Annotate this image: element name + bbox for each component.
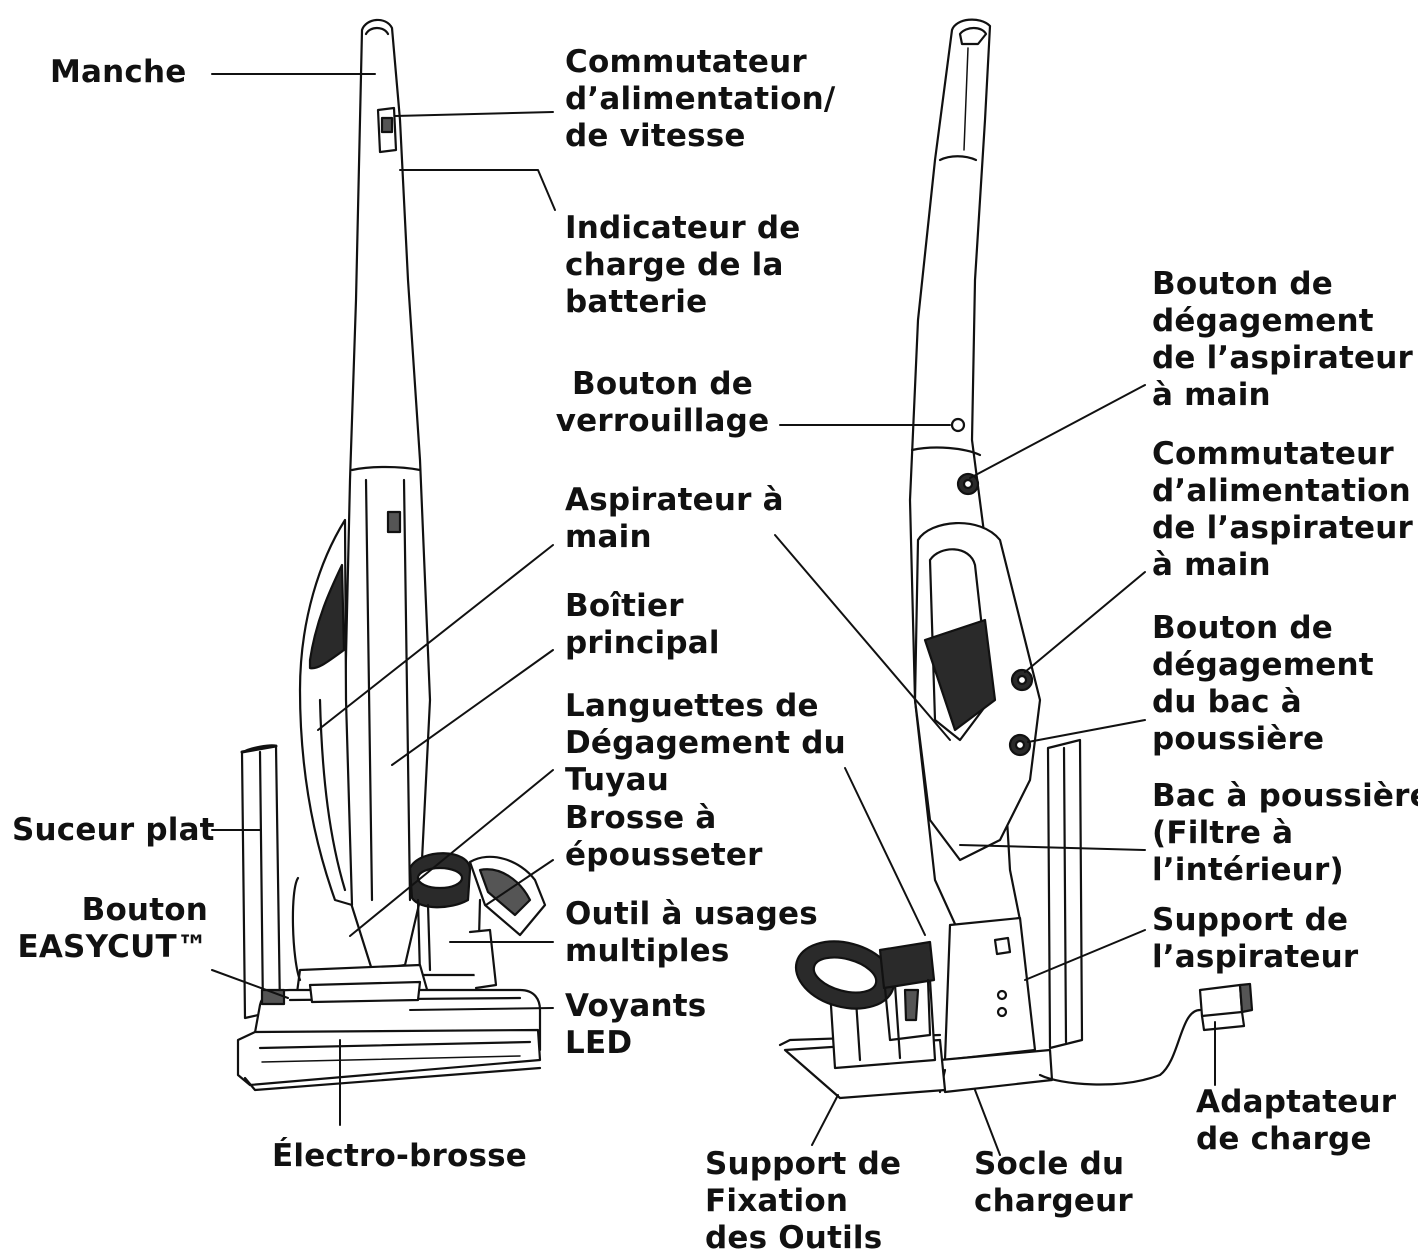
label-line: Outil à usages bbox=[565, 896, 818, 932]
label-line: batterie bbox=[565, 284, 708, 320]
charger-base bbox=[938, 916, 1054, 1094]
label-line: Indicateur de bbox=[565, 210, 801, 246]
label-line: de l’aspirateur bbox=[1152, 510, 1414, 546]
hose bbox=[291, 876, 302, 982]
label-line: à main bbox=[1152, 377, 1271, 413]
label-bouton-verrouillage: Bouton de verrouillage bbox=[545, 366, 780, 440]
label-line: de charge bbox=[1196, 1121, 1372, 1157]
label-line: chargeur bbox=[974, 1183, 1133, 1219]
label-line: épousseter bbox=[565, 837, 763, 873]
label-line: à main bbox=[1152, 547, 1271, 583]
label-line: Bouton de bbox=[572, 366, 753, 402]
right-vacuum-illustration bbox=[778, 18, 1254, 1100]
label-adaptateur-charge: Adaptateur de charge bbox=[1196, 1084, 1396, 1158]
label-line: principal bbox=[565, 625, 720, 661]
label-line: main bbox=[565, 519, 652, 555]
label-manche: Manche bbox=[50, 54, 187, 91]
label-line: de vitesse bbox=[565, 118, 746, 154]
label-line: Bouton de bbox=[1152, 610, 1333, 646]
electro-brush-base bbox=[236, 963, 542, 1092]
label-boitier-principal: Boîtier principal bbox=[565, 588, 720, 662]
label-aspirateur-main: Aspirateur à main bbox=[565, 482, 784, 556]
crevice-tool bbox=[240, 744, 282, 1020]
label-line: poussière bbox=[1152, 721, 1325, 757]
label-manche-text: Manche bbox=[50, 54, 187, 90]
label-line: dégagement bbox=[1152, 647, 1374, 683]
label-line: Tuyau bbox=[565, 762, 670, 798]
label-support-aspirateur: Support de l’aspirateur bbox=[1152, 902, 1358, 976]
label-line: Brosse à bbox=[565, 800, 717, 836]
label-line: Bouton de bbox=[1152, 266, 1333, 302]
leader-lines bbox=[211, 73, 1216, 1156]
power-cable bbox=[1038, 1008, 1202, 1086]
label-line: Voyants bbox=[565, 988, 707, 1024]
rear-crevice-tool bbox=[1046, 738, 1084, 1050]
label-line: d’alimentation/ bbox=[565, 81, 836, 117]
label-line: Aspirateur à bbox=[565, 482, 784, 518]
label-line: des Outils bbox=[705, 1220, 883, 1256]
dusting-brush bbox=[408, 852, 482, 977]
label-bac-poussiere: Bac à poussière (Filtre à l’intérieur) bbox=[1152, 778, 1418, 889]
label-commutateur-main: Commutateur d’alimentation de l’aspirate… bbox=[1152, 436, 1413, 584]
label-line: de l’aspirateur bbox=[1152, 340, 1414, 376]
label-line: Bac à poussière bbox=[1152, 778, 1418, 814]
rear-dusting-brush bbox=[794, 940, 896, 1010]
label-line: Boîtier bbox=[565, 588, 684, 624]
label-line: Bouton bbox=[81, 892, 208, 928]
label-line: (Filtre à bbox=[1152, 815, 1294, 851]
label-line: Commutateur bbox=[1152, 436, 1394, 472]
label-line: Support de bbox=[1152, 902, 1349, 938]
label-line: dégagement bbox=[1152, 303, 1374, 339]
main-body bbox=[343, 18, 432, 972]
rear-multi-tool bbox=[878, 940, 936, 1042]
label-languettes: Languettes de Dégagement du Tuyau bbox=[565, 688, 846, 799]
multi-purpose-tool bbox=[468, 855, 547, 937]
label-line: d’alimentation bbox=[1152, 473, 1411, 509]
label-bouton-degagement-main: Bouton de dégagement de l’aspirateur à m… bbox=[1152, 266, 1413, 414]
label-line: l’aspirateur bbox=[1152, 939, 1359, 975]
label-indicateur-charge: Indicateur de charge de la batterie bbox=[565, 210, 801, 321]
label-support-fixation: Support de Fixation des Outils bbox=[705, 1146, 901, 1257]
handheld-pod bbox=[298, 518, 354, 907]
label-voyants-led: Voyants LED bbox=[565, 988, 706, 1062]
label-line: Support de bbox=[705, 1146, 902, 1182]
label-electro-brosse-text: Électro-brosse bbox=[272, 1138, 527, 1174]
label-line: LED bbox=[565, 1025, 633, 1061]
label-bouton-degagement-bac: Bouton de dégagement du bac à poussière bbox=[1152, 610, 1374, 758]
label-electro-brosse: Électro-brosse bbox=[272, 1138, 527, 1175]
label-suceur-plat-text: Suceur plat bbox=[12, 812, 215, 848]
label-line: Commutateur bbox=[565, 44, 807, 80]
rear-handheld bbox=[913, 521, 1042, 862]
label-line: EASYCUT™ bbox=[17, 929, 208, 965]
label-line: Languettes de bbox=[565, 688, 819, 724]
label-commutateur-vitesse: Commutateur d’alimentation/ de vitesse bbox=[565, 44, 835, 155]
label-bouton-easycut: Bouton EASYCUT™ bbox=[10, 892, 208, 966]
label-line: verrouillage bbox=[555, 403, 770, 439]
label-line: l’intérieur) bbox=[1152, 852, 1344, 888]
label-line: charge de la bbox=[565, 247, 784, 283]
left-vacuum-illustration bbox=[236, 18, 547, 1092]
label-socle-chargeur: Socle du chargeur bbox=[974, 1146, 1133, 1220]
label-brosse-epousseter: Brosse à épousseter bbox=[565, 800, 763, 874]
charging-adapter bbox=[1198, 982, 1254, 1032]
label-line: Fixation bbox=[705, 1183, 849, 1219]
label-line: Socle du bbox=[974, 1146, 1125, 1182]
label-suceur-plat: Suceur plat bbox=[12, 812, 215, 849]
label-line: du bac à bbox=[1152, 684, 1302, 720]
label-line: multiples bbox=[565, 933, 730, 969]
label-line: Dégagement du bbox=[565, 725, 846, 761]
label-outil-usages: Outil à usages multiples bbox=[565, 896, 818, 970]
label-line: Adaptateur bbox=[1196, 1084, 1397, 1120]
